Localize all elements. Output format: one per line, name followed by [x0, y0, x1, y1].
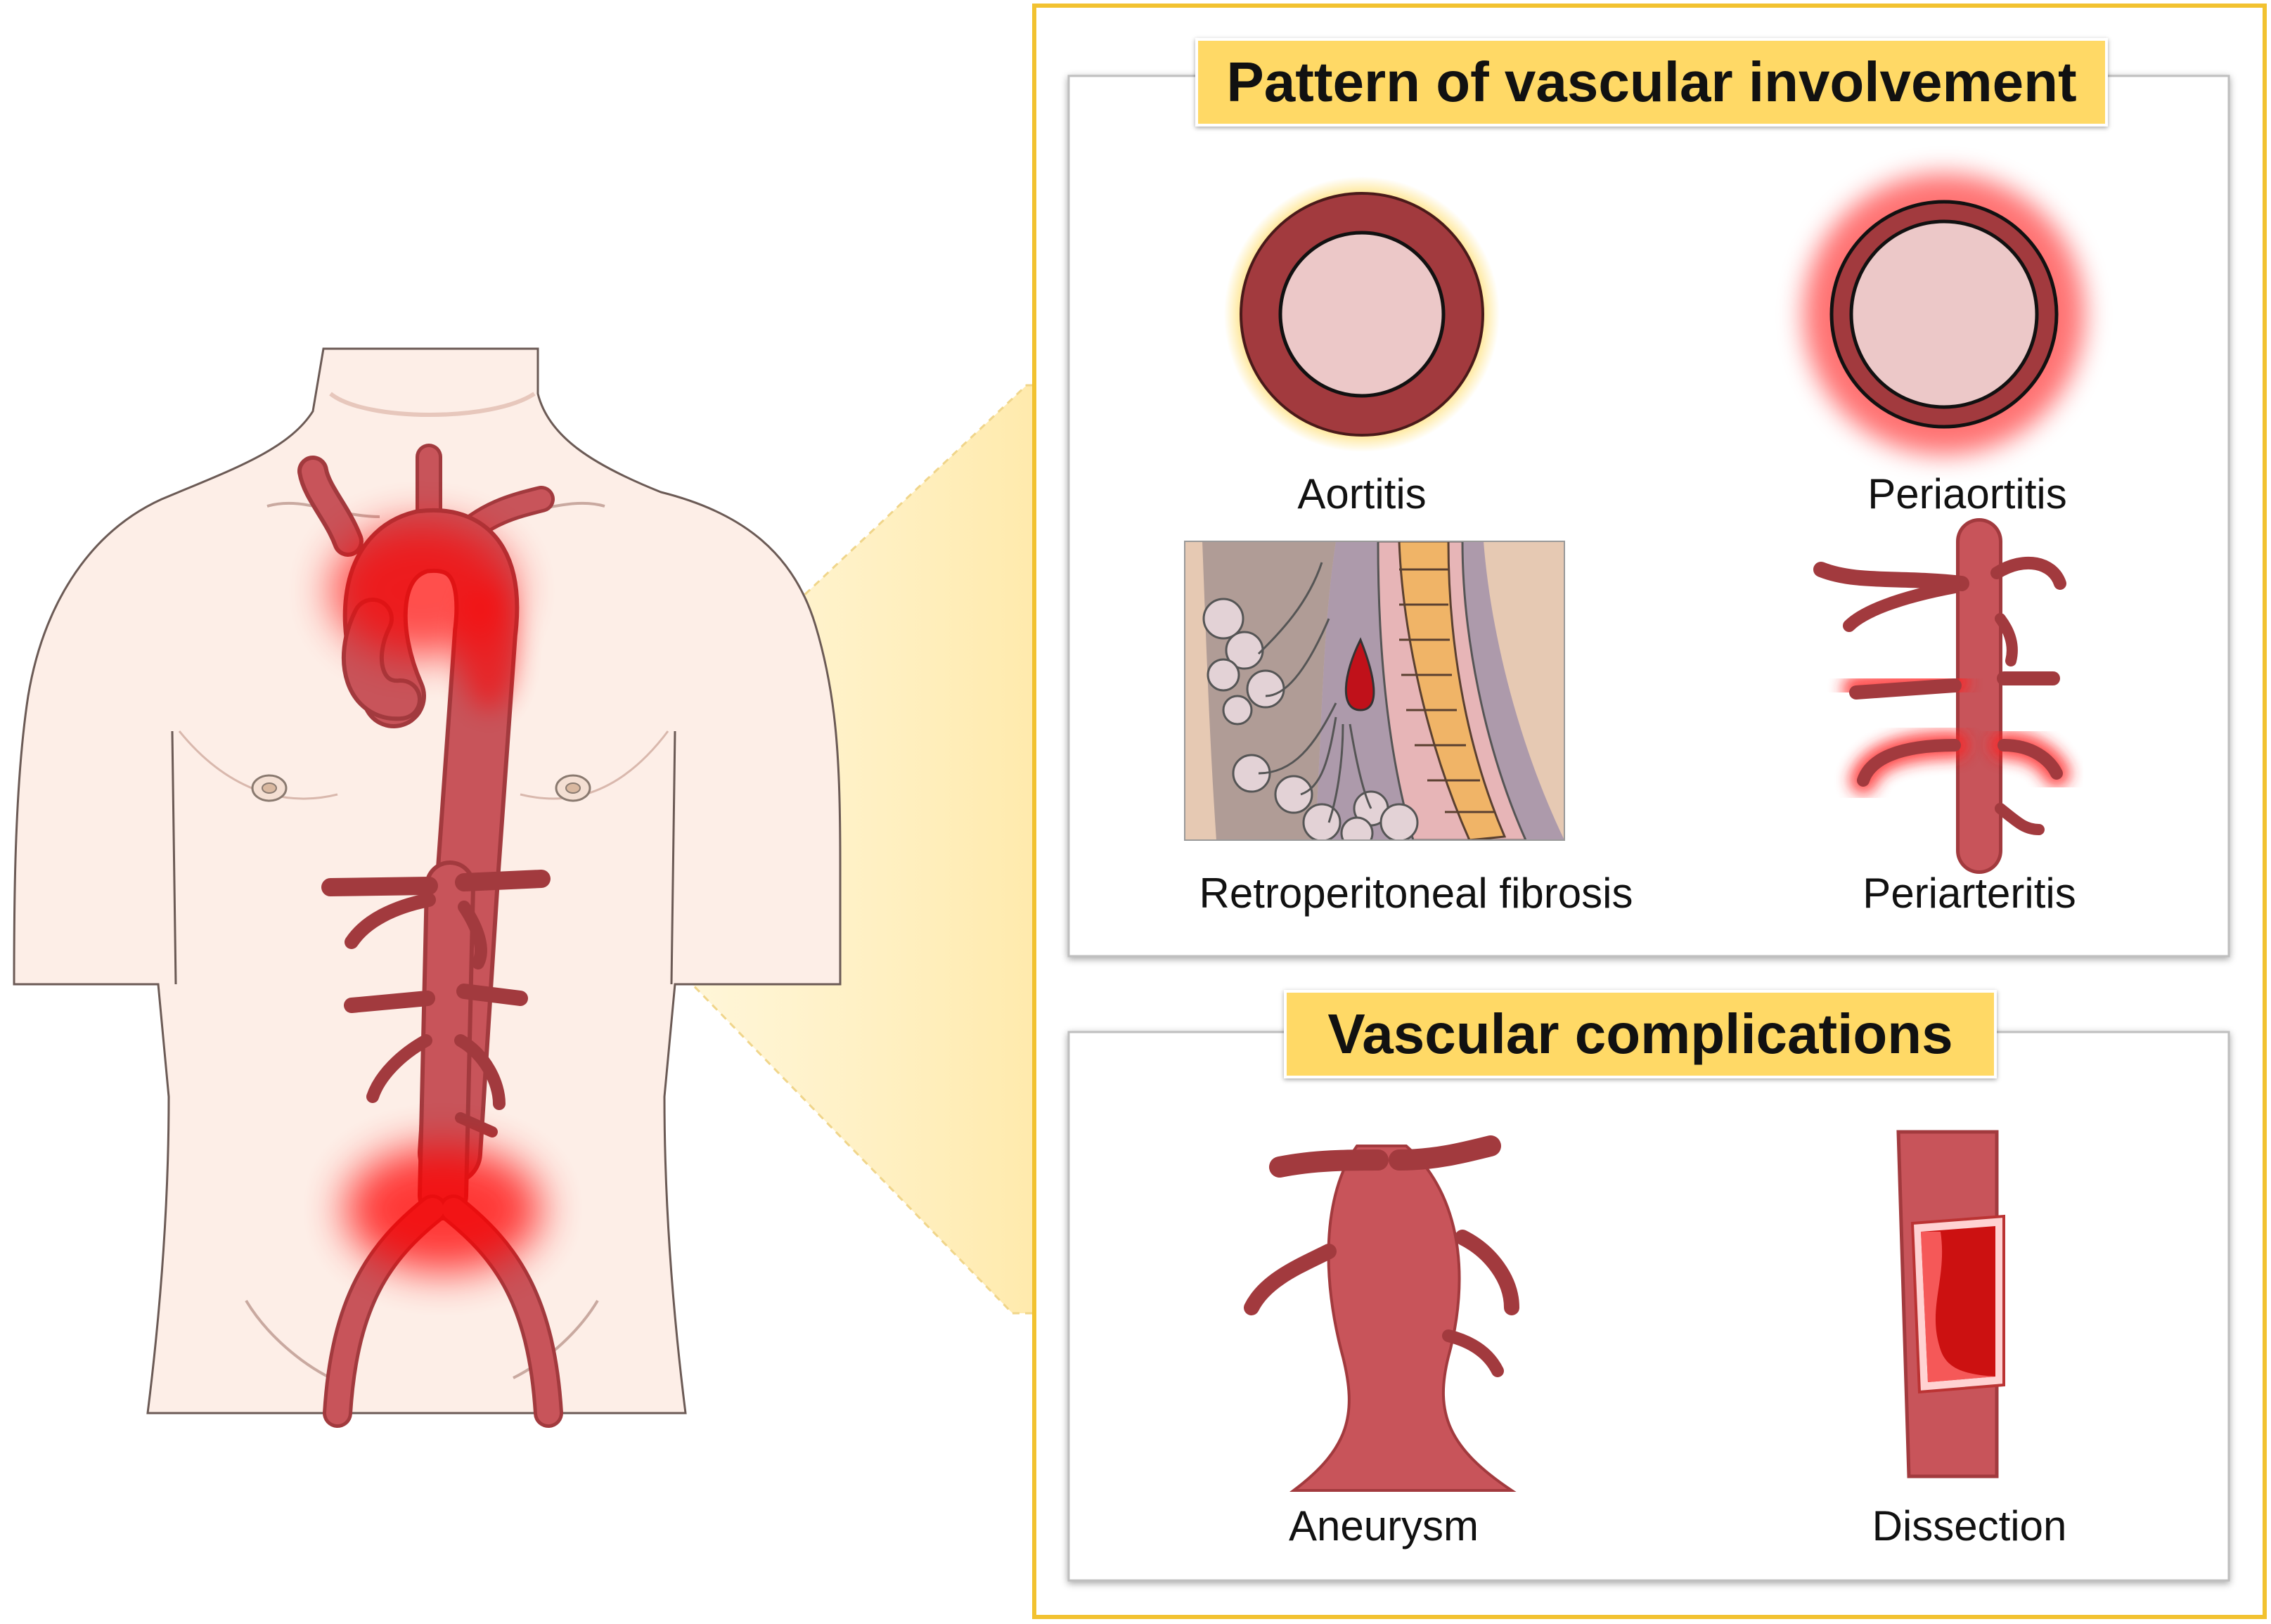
involvement-title: Pattern of vascular involvement	[1195, 38, 2108, 127]
branch-l2	[345, 893, 436, 949]
detail-frame	[1032, 4, 2267, 1619]
branch-l4	[366, 1034, 432, 1103]
neck-shadow	[329, 392, 536, 417]
bowel-loops	[1202, 598, 1419, 840]
inflammation-arch-side	[461, 584, 517, 710]
arm-line-left	[171, 730, 177, 985]
aortitis-illustration	[1224, 176, 1500, 452]
nipple-left	[251, 774, 288, 802]
label-aortitis: Aortitis	[1297, 470, 1427, 517]
aortic-branch-right-subclavian-inner	[302, 460, 359, 553]
renal-branch-left	[321, 877, 438, 896]
dissection-illustration	[1896, 1130, 2005, 1478]
periaortitis-illustration	[1803, 174, 2085, 455]
branch-r3	[456, 984, 528, 1006]
pectoral-line-right	[520, 730, 669, 800]
complications-title: Vascular complications	[1284, 990, 1997, 1078]
spine	[1398, 541, 1507, 840]
label-dissection: Dissection	[1872, 1502, 2067, 1549]
label-periaortitis: Periaortitis	[1867, 470, 2067, 517]
branch-r4	[454, 1034, 506, 1110]
periarteritis-illustration	[1813, 518, 2071, 874]
aneurysm-illustration	[1244, 1135, 1519, 1492]
renal-branch-right	[455, 870, 551, 891]
arm-line-right	[670, 730, 676, 985]
nipple-right	[555, 774, 591, 802]
torso-illustration	[13, 347, 842, 1428]
retroperitoneal-fibrosis-illustration	[1184, 541, 1565, 841]
label-retroperitoneal-fibrosis: Retroperitoneal fibrosis	[1199, 870, 1633, 917]
abdominal-aorta-inner	[422, 865, 471, 1216]
complications-panel	[1067, 1031, 2230, 1582]
inflammation-bifurcation	[345, 1146, 541, 1272]
groin-right	[513, 1299, 599, 1379]
branch-r5	[455, 1112, 498, 1138]
fibrosis-mass	[1344, 637, 1375, 711]
branch-l3	[344, 991, 435, 1013]
groin-left	[245, 1299, 331, 1379]
label-periarteritis: Periarteritis	[1863, 870, 2076, 917]
branch-r2	[458, 901, 487, 969]
label-aneurysm: Aneurysm	[1288, 1502, 1479, 1549]
inflammation-hotspots	[330, 524, 541, 1272]
